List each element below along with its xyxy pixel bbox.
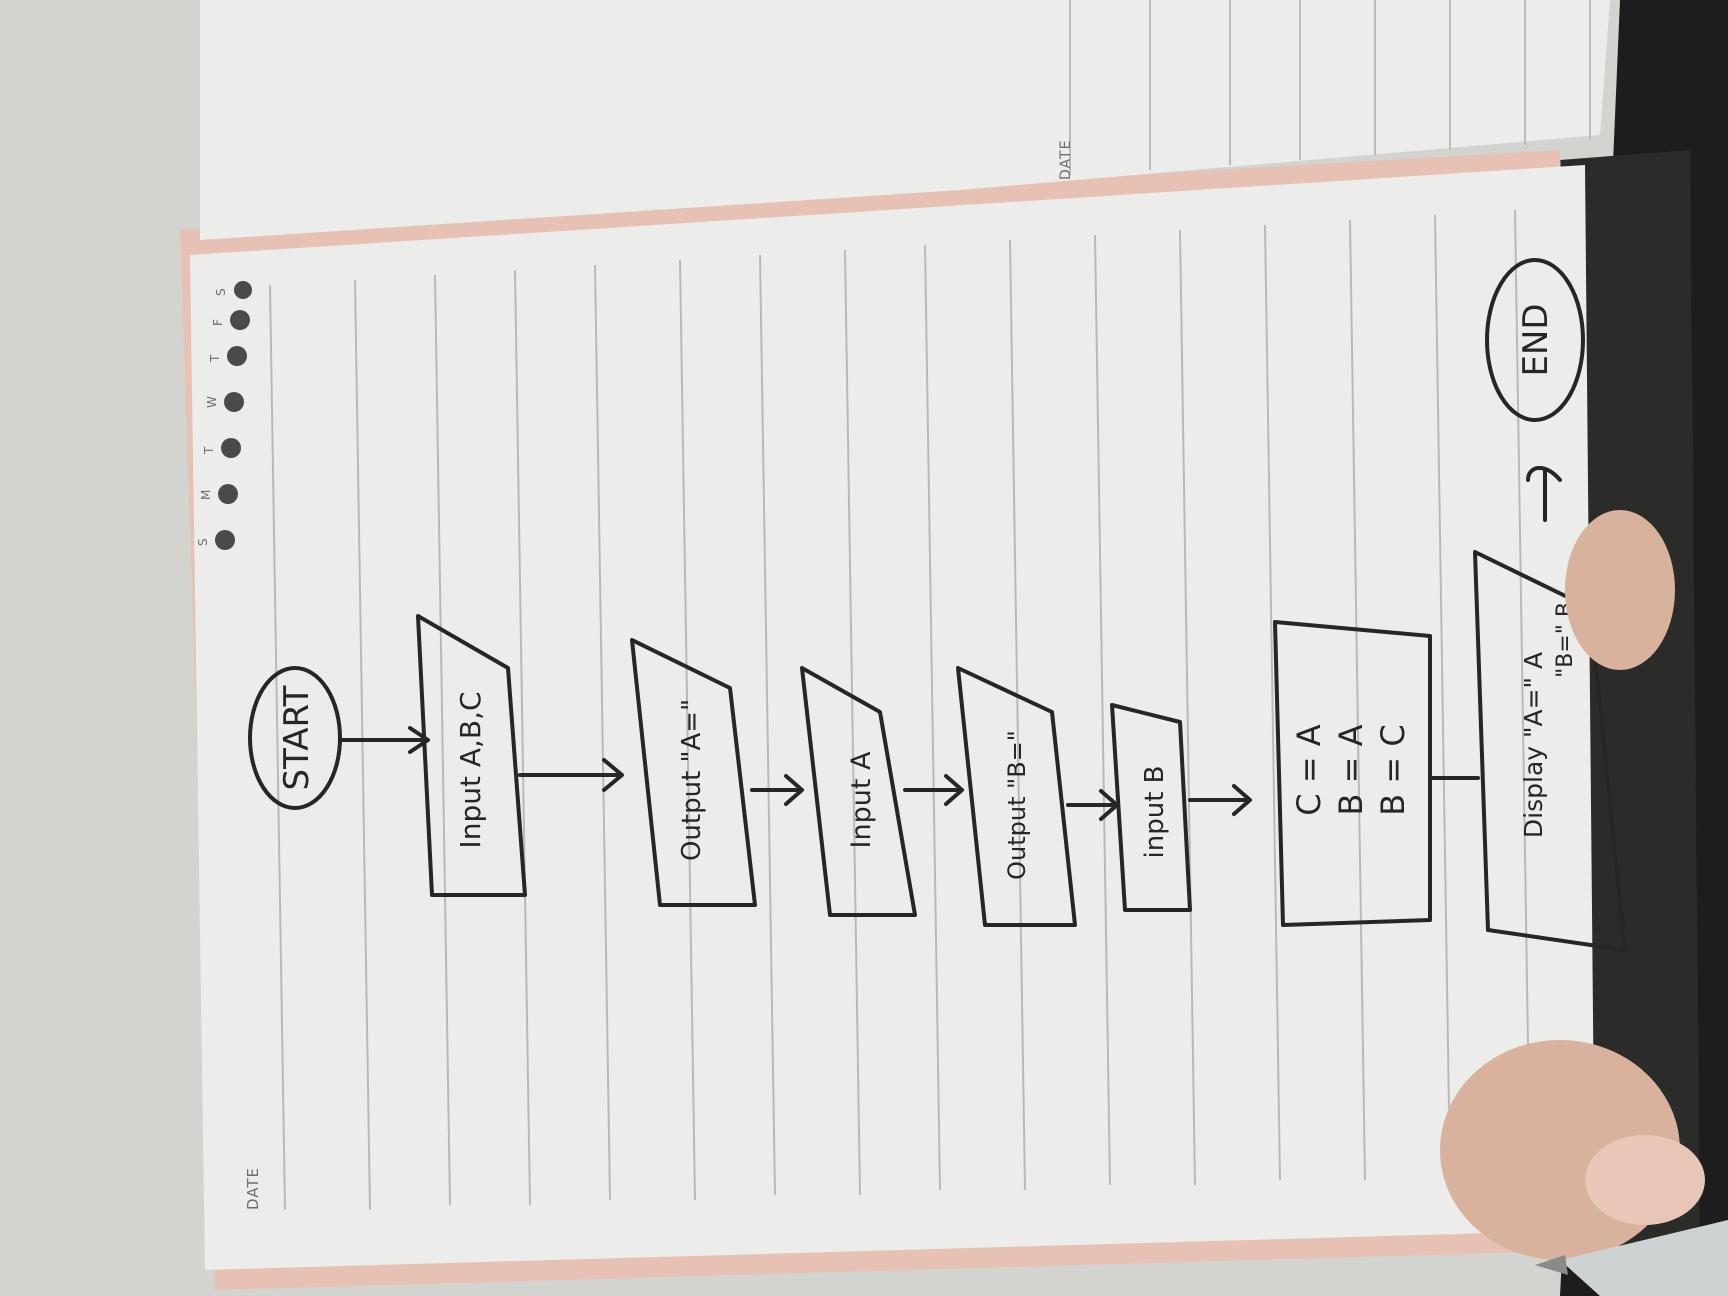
right-page-rules: [1069, 0, 1591, 175]
process-box: [1273, 620, 1432, 927]
input-abc-shape: [416, 614, 527, 897]
output-b-prompt-label: Output "B=": [1003, 730, 1031, 880]
arrowhead: [944, 774, 964, 806]
display-shape: [1473, 550, 1627, 952]
left-page-rules: [269, 209, 1531, 1211]
process-line: B = A: [1332, 724, 1370, 815]
weekday-label: M: [199, 489, 213, 500]
input-b-shape: [1110, 703, 1192, 912]
output-a-prompt-shape: [630, 638, 757, 907]
display-label: Display "A=" A: [1519, 652, 1548, 838]
input-b-label: input B: [1140, 766, 1170, 859]
input-a-label: Input A: [846, 751, 877, 848]
weekday-dot: [230, 310, 250, 330]
process-line: C = A: [1290, 724, 1328, 816]
weekday-label: S: [214, 287, 228, 296]
left-page-date-label: DATE: [244, 1167, 262, 1210]
fingernail: [1585, 1135, 1705, 1225]
weekday-dot: [224, 392, 244, 412]
flowchart: [248, 258, 1627, 952]
end-label: END: [1516, 303, 1556, 376]
pen-tip: [1535, 1255, 1568, 1275]
weekday-label: S: [196, 537, 210, 546]
finger-top: [1565, 510, 1675, 670]
weekday-dot: [227, 346, 247, 366]
arrowhead: [784, 774, 804, 806]
start-label: START: [277, 685, 317, 790]
weekday-label: F: [211, 318, 225, 326]
weekday-label: T: [208, 354, 222, 363]
weekday-label: T: [202, 446, 216, 455]
output-b-prompt-shape: [956, 666, 1077, 927]
left-page: [190, 165, 1595, 1270]
pen: [1535, 1220, 1728, 1296]
process-line: B = C: [1374, 724, 1412, 815]
input-abc-label: Input A,B,C: [454, 691, 487, 848]
end-terminator: [1485, 258, 1585, 422]
weekday-dot: [215, 530, 235, 550]
right-page-date-label: DATE: [1058, 140, 1074, 180]
input-a-shape: [800, 666, 917, 917]
weekday-label: W: [205, 395, 219, 408]
hand-fingers: [1440, 510, 1705, 1260]
output-a-prompt-label: Output "A=": [677, 699, 707, 861]
right-page: [200, 0, 1610, 240]
arrowhead: [408, 726, 430, 754]
weekday-tracker: S M T W T F S: [196, 281, 252, 550]
weekday-dot: [218, 484, 238, 504]
arrowhead: [1526, 466, 1562, 482]
arrowhead: [602, 758, 624, 792]
weekday-dot: [234, 281, 252, 299]
pen-body: [1560, 1220, 1728, 1296]
arrowhead: [1232, 784, 1252, 816]
flowchart-labels: START Input A,B,C Output "A=" Input A Ou…: [277, 303, 1578, 879]
weekday-dot: [221, 438, 241, 458]
